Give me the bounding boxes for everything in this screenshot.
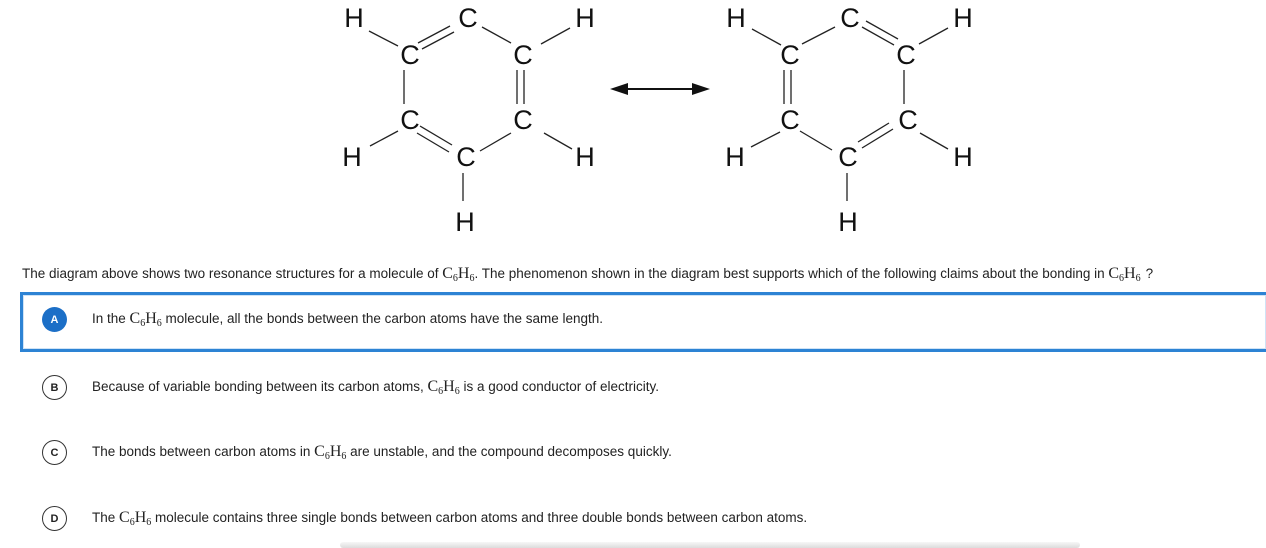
atom-label: H xyxy=(455,207,475,237)
formula-subscript: 6 xyxy=(324,451,330,462)
left-resonance-structure: H C C H C C C C H H H H xyxy=(342,3,595,237)
chemical-formula: C6H6 xyxy=(314,443,347,462)
atom-label: C xyxy=(838,142,858,172)
atom-label: C xyxy=(840,3,860,33)
formula-element: H xyxy=(457,265,470,282)
chemical-formula: C6H6 xyxy=(119,509,152,528)
option-text-part: Because of variable bonding between its … xyxy=(92,379,428,394)
chemical-formula: C6H6 xyxy=(129,310,162,329)
atom-label: C xyxy=(400,105,420,135)
formula-subscript: 6 xyxy=(454,386,460,397)
formula-element: C xyxy=(1108,265,1120,282)
question-text-part: The diagram above shows two resonance st… xyxy=(22,266,443,281)
atom-label: C xyxy=(513,40,533,70)
option-letter-badge: D xyxy=(42,506,67,531)
atom-label: C xyxy=(780,105,800,135)
option-text-part: The bonds between carbon atoms in xyxy=(92,444,315,459)
atom-label: H xyxy=(575,3,595,33)
option-text: Because of variable bonding between its … xyxy=(92,378,659,397)
formula-element: C xyxy=(314,443,325,460)
atom-label: C xyxy=(898,105,918,135)
option-text-part: are unstable, and the compound decompose… xyxy=(346,444,672,459)
option-text: In the C6H6 molecule, all the bonds betw… xyxy=(92,310,603,329)
atom-label: C xyxy=(458,3,478,33)
formula-element: H xyxy=(145,310,157,327)
option-text: The C6H6 molecule contains three single … xyxy=(92,509,807,528)
formula-subscript: 6 xyxy=(1119,273,1125,284)
option-text-part: molecule contains three single bonds bet… xyxy=(151,510,808,525)
answer-option-b[interactable]: B Because of variable bonding between it… xyxy=(20,360,1266,416)
formula-element: C xyxy=(442,265,453,282)
atom-label: C xyxy=(456,142,476,172)
atom-label: C xyxy=(400,40,420,70)
option-letter-badge: C xyxy=(42,440,67,465)
formula-element: H xyxy=(443,378,455,395)
question-stem: The diagram above shows two resonance st… xyxy=(22,265,1262,284)
answer-option-d[interactable]: D The C6H6 molecule contains three singl… xyxy=(20,491,1266,547)
atom-label: H xyxy=(344,3,364,33)
option-text-part: The xyxy=(92,510,120,525)
atom-label: H xyxy=(726,3,746,33)
option-text-part: is a good conductor of electricity. xyxy=(459,379,660,394)
atom-label: H xyxy=(342,142,362,172)
atom-label: C xyxy=(780,40,800,70)
option-text-part: molecule, all the bonds between the carb… xyxy=(161,311,604,326)
chemical-formula: C6H6 xyxy=(442,265,475,284)
atom-label: H xyxy=(953,3,973,33)
formula-subscript: 6 xyxy=(156,318,162,329)
formula-subscript: 6 xyxy=(146,517,152,528)
formula-element: H xyxy=(1124,265,1136,282)
formula-element: C xyxy=(119,509,130,526)
chemical-formula: C6H6 xyxy=(1108,265,1141,284)
bottom-scroll-shadow xyxy=(340,542,1080,548)
right-resonance-structure: H C C H C C C C H H H H xyxy=(725,3,973,237)
atom-label: C xyxy=(513,105,533,135)
option-text-part: In the xyxy=(92,311,130,326)
option-letter-badge: A xyxy=(42,307,67,332)
formula-subscript: 6 xyxy=(469,273,475,284)
answer-option-c[interactable]: C The bonds between carbon atoms in C6H6… xyxy=(20,425,1266,481)
formula-subscript: 6 xyxy=(341,451,347,462)
question-text-part: . The phenomenon shown in the diagram be… xyxy=(474,266,1109,281)
formula-subscript: 6 xyxy=(140,318,146,329)
option-letter-badge: B xyxy=(42,375,67,400)
atom-label: H xyxy=(838,207,858,237)
formula-element: H xyxy=(329,443,342,460)
answer-option-a[interactable]: A In the C6H6 molecule, all the bonds be… xyxy=(20,292,1266,352)
chemical-formula: C6H6 xyxy=(427,378,460,397)
formula-subscript: 6 xyxy=(452,273,458,284)
atom-label: H xyxy=(725,142,745,172)
question-mark: ? xyxy=(1145,266,1154,281)
formula-element: H xyxy=(134,509,147,526)
formula-subscript: 6 xyxy=(129,517,135,528)
formula-subscript: 6 xyxy=(1135,273,1141,284)
formula-subscript: 6 xyxy=(438,386,444,397)
atom-label: H xyxy=(575,142,595,172)
atom-label: C xyxy=(896,40,916,70)
formula-element: C xyxy=(129,310,141,327)
formula-element: C xyxy=(427,378,439,395)
resonance-arrow-icon xyxy=(610,83,710,95)
resonance-diagram: H C C H C C C C H H H H H C C H xyxy=(342,3,973,237)
atom-label: H xyxy=(953,142,973,172)
option-text: The bonds between carbon atoms in C6H6 a… xyxy=(92,443,672,462)
